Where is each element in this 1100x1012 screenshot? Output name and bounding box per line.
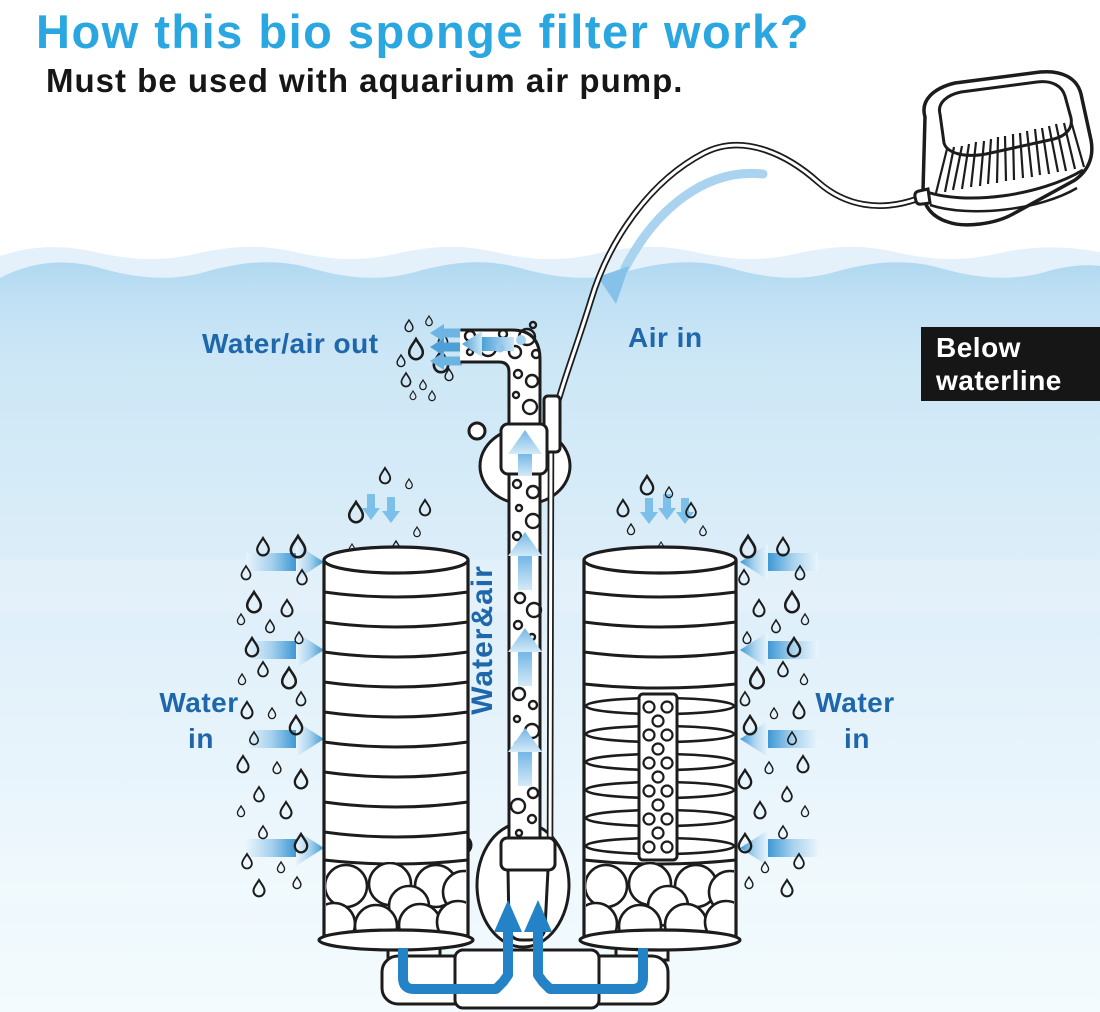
air-in-arrow bbox=[598, 168, 768, 304]
outflow-arrows bbox=[430, 324, 462, 370]
svg-text:in: in bbox=[188, 723, 214, 754]
flow-up-arrows bbox=[462, 331, 542, 786]
base-manifold bbox=[380, 942, 670, 1010]
right-sponge-cylinder bbox=[578, 545, 742, 952]
bio-balls-left bbox=[326, 862, 466, 938]
water-in-arrows-right bbox=[740, 544, 818, 866]
bottom-plate-left bbox=[317, 928, 475, 952]
water-flow-path bbox=[398, 900, 648, 994]
page-title: How this bio sponge filter work? bbox=[36, 5, 810, 58]
water-and-air-label: Water&air bbox=[466, 565, 499, 715]
pump-ribs bbox=[934, 120, 1086, 194]
bio-balls-right bbox=[586, 862, 734, 938]
svg-text:Water: Water bbox=[815, 687, 894, 718]
below-waterline-badge: Below waterline bbox=[921, 327, 1100, 401]
pump-nozzle bbox=[913, 187, 932, 206]
air-in-label: Air in bbox=[628, 322, 703, 353]
pipe-collar bbox=[499, 422, 549, 476]
strainer-tube bbox=[637, 692, 679, 862]
water-air-out-label: Water/air out bbox=[202, 328, 379, 359]
bottom-plate-right bbox=[578, 928, 742, 952]
air-pump bbox=[913, 69, 1094, 227]
svg-text:in: in bbox=[844, 723, 870, 754]
badge-line2: waterline bbox=[935, 365, 1062, 396]
airline-tube bbox=[546, 141, 919, 853]
water-in-label-left: Water in bbox=[159, 687, 238, 754]
water-in-label-right: Water in bbox=[815, 687, 894, 754]
svg-text:Water: Water bbox=[159, 687, 238, 718]
left-sponge-cylinder bbox=[317, 545, 475, 952]
badge-line1: Below bbox=[936, 332, 1021, 363]
page-subtitle: Must be used with aquarium air pump. bbox=[46, 62, 683, 99]
